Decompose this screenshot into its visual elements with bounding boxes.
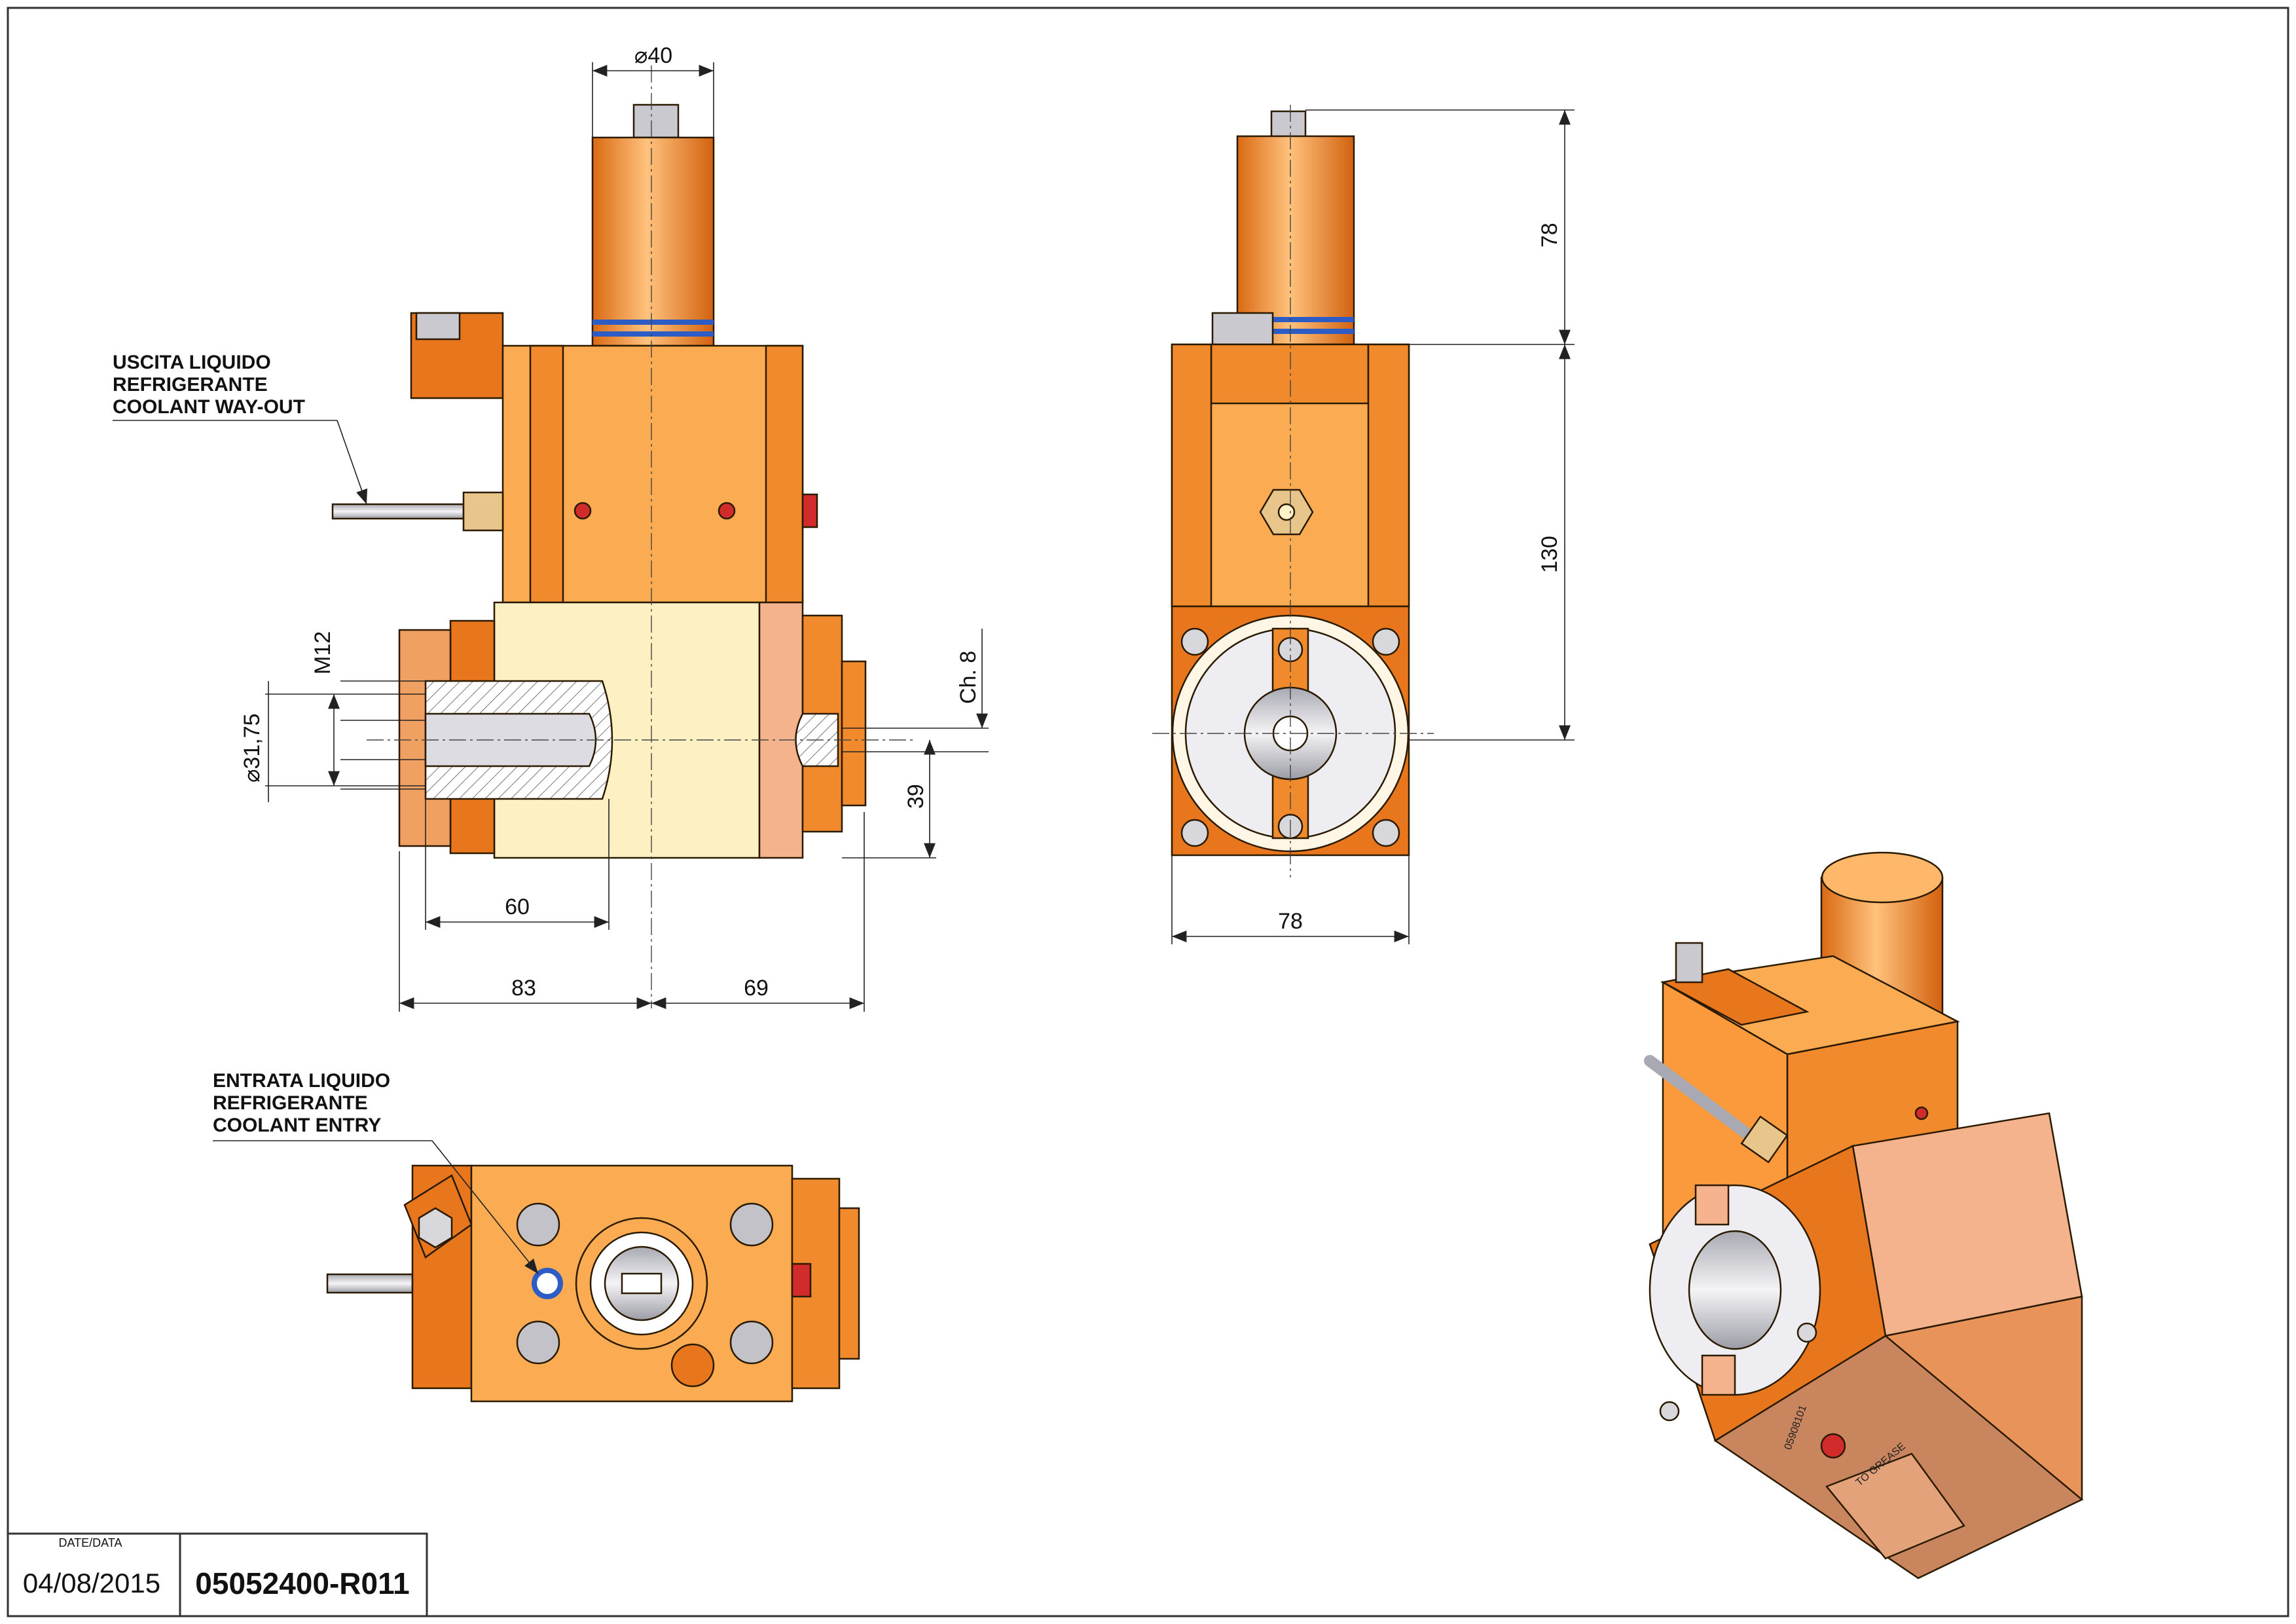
isometric-view: 05908101 TO GREASE [1644,851,2084,1579]
dim-collet-depth: 60 [505,895,530,919]
side-dimensions: 78 130 78 [1171,109,1575,944]
side-bolt-br [1372,819,1400,847]
top-coolant-port [532,1268,563,1299]
svg-text:REFRIGERANTE: REFRIGERANTE [113,374,268,396]
front-port-3 [801,493,818,528]
dim-side-top-height: 78 [1537,223,1562,248]
side-bolt-bl [1180,819,1209,847]
svg-text:REFRIGERANTE: REFRIGERANTE [213,1092,368,1114]
front-coolant-pipe [331,503,465,520]
top-bolt-tr [729,1202,774,1247]
side-upper-slot [1210,343,1370,405]
side-bolt-tr [1372,627,1400,656]
front-port-1 [574,502,592,520]
side-bolt-tl [1180,627,1209,656]
front-cylinder-cap [632,103,680,139]
iso-grease-port [1820,1433,1846,1459]
front-bracket-screw [415,312,461,341]
note-coolant-in: ENTRATA LIQUIDO REFRIGERANTE COOLANT ENT… [213,1070,539,1274]
side-cylinder [1236,135,1355,346]
sheet-border [7,7,2289,1617]
side-cylinder-cap [1270,110,1307,140]
svg-text:ENTRATA LIQUIDO: ENTRATA LIQUIDO [213,1070,390,1092]
svg-text:COOLANT WAY-OUT: COOLANT WAY-OUT [113,396,305,418]
dim-side-body-height: 130 [1537,536,1562,573]
iso-grease-plate [1825,1452,1965,1560]
side-hex-nut [1211,312,1274,348]
iso-copper-block [1851,1112,2083,1337]
title-drawing-code: 05052400-R011 [195,1566,409,1600]
side-view [1152,105,1434,877]
title-date-label: DATE/DATA [58,1536,122,1549]
dim-right-length: 69 [744,976,769,1001]
front-upper-side [765,344,804,604]
front-port-2 [718,502,736,520]
top-bolt-br [729,1320,774,1365]
front-view [331,65,917,1008]
front-cylinder [591,136,715,347]
svg-text:COOLANT ENTRY: COOLANT ENTRY [213,1115,381,1136]
dim-left-length: 83 [511,976,536,1001]
top-plug [670,1343,715,1388]
dim-spindle-offset: 39 [903,784,928,809]
front-upper-left [529,344,564,604]
note-coolant-out: USCITA LIQUIDO REFRIGERANTE COOLANT WAY-… [113,352,368,505]
dim-thread: M12 [310,631,335,674]
top-coolant-pipe [326,1273,414,1294]
top-bolt-tl [516,1202,560,1247]
top-view [326,1164,860,1403]
svg-text:USCITA LIQUIDO: USCITA LIQUIDO [113,352,271,373]
dim-front-top-diameter: ⌀40 [634,43,672,68]
title-block: DATE/DATA 04/08/2015 05052400-R011 [7,1532,428,1617]
front-dimensions: ⌀40 M12 ⌀31,75 Ch. 8 39 60 83 69 [240,43,989,1012]
title-date: 04/08/2015 [23,1568,160,1598]
dim-side-width: 78 [1278,909,1303,934]
top-bolt-bl [516,1320,560,1365]
dim-collet-diameter: ⌀31,75 [240,713,264,783]
dim-flat: Ch. 8 [956,651,981,704]
side-upper-right [1367,343,1410,608]
front-output-ring [841,660,867,807]
side-upper-left [1171,343,1212,608]
front-lower-side [758,601,804,859]
iso-bottom-face [1713,1335,2084,1579]
front-coolant-fitting [462,491,504,532]
